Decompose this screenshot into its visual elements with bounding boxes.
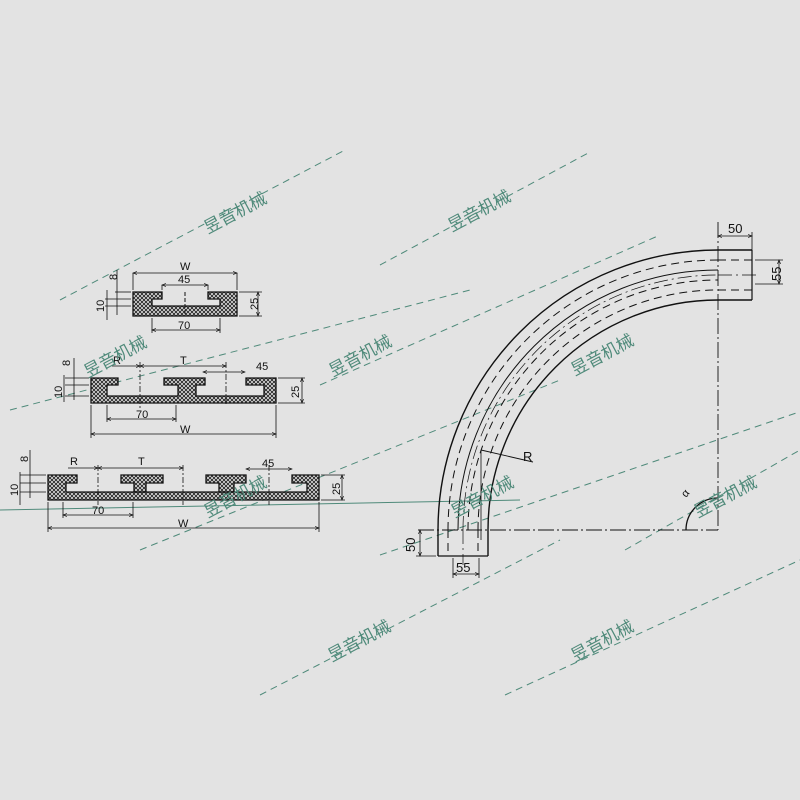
dim-r: R: [113, 355, 121, 367]
dim-lip: 8: [61, 360, 73, 366]
dim-base: 70: [92, 505, 104, 517]
dim-base: 70: [136, 409, 148, 421]
watermark: 昱音机械: [448, 473, 517, 523]
dim-w: W: [180, 424, 191, 436]
profile-large: R T 45 70 W 8 10 25: [9, 450, 345, 532]
watermark: 昱音机械: [568, 331, 637, 381]
dim-t: T: [180, 355, 187, 367]
watermark: 昱音机械: [201, 189, 270, 239]
watermark: 昱音机械: [568, 617, 637, 667]
watermark-lines: [0, 149, 800, 696]
dim-base: 70: [178, 320, 190, 332]
dim-w: W: [178, 518, 189, 530]
profile-small: W 45 70 8 10 25: [95, 261, 262, 333]
dim-height: 25: [249, 298, 261, 310]
dim-height: 25: [290, 386, 302, 398]
dim-slot: 45: [256, 361, 268, 373]
dim-bottom-len: 50: [403, 538, 418, 552]
dim-lip: 8: [108, 274, 120, 280]
dim-bottom-width: 55: [456, 560, 470, 575]
dim-radius: R: [523, 449, 532, 464]
dim-w: W: [180, 261, 191, 273]
dim-top-width: 55: [769, 267, 784, 281]
dim-gap: 10: [53, 386, 65, 398]
dim-top-len: 50: [728, 221, 742, 236]
dim-lip: 8: [19, 456, 31, 462]
watermark: 昱音机械: [691, 473, 760, 523]
watermark: 昱音机械: [445, 187, 514, 237]
dim-r: R: [70, 456, 78, 468]
dim-t: T: [138, 456, 145, 468]
profile-medium: R T 45 70 W 8 10 25: [53, 355, 305, 438]
watermark: 昱音机械: [326, 332, 395, 382]
dim-gap: 10: [95, 300, 107, 312]
dim-slot: 45: [262, 458, 274, 470]
dim-gap: 10: [9, 484, 21, 496]
dim-angle: α: [679, 487, 693, 500]
curve-plan: [416, 222, 783, 578]
dim-slot: 45: [178, 274, 190, 286]
watermark: 昱音机械: [325, 617, 394, 667]
dim-height: 25: [331, 483, 343, 495]
